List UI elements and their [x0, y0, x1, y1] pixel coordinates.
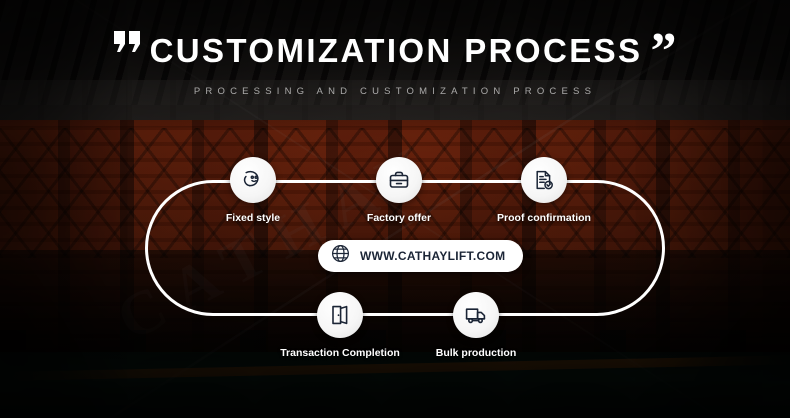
- truck-icon: [453, 292, 499, 338]
- phone-support-icon: [230, 157, 276, 203]
- door-icon: [317, 292, 363, 338]
- process-step-label: Factory offer: [366, 212, 432, 224]
- page-title: CUSTOMIZATION PROCESS: [149, 31, 643, 69]
- title-row: CUSTOMIZATION PROCESS ”: [0, 26, 790, 78]
- process-step-label: Fixed style: [225, 212, 281, 224]
- process-step-label: Proof confirmation: [497, 212, 591, 224]
- globe-icon: [330, 243, 351, 269]
- process-step-label: Transaction Completion: [280, 347, 400, 359]
- process-step-label: Bulk production: [435, 347, 517, 359]
- briefcase-icon: [376, 157, 422, 203]
- open-quote-icon: [113, 31, 142, 53]
- website-pill[interactable]: WWW.CATHAYLIFT.COM: [318, 240, 524, 272]
- page-subtitle: PROCESSING AND CUSTOMIZATION PROCESS: [193, 86, 597, 97]
- banner-header: CUSTOMIZATION PROCESS ” PROCESSING AND C…: [0, 26, 790, 97]
- document-check-icon: [521, 157, 567, 203]
- website-url: WWW.CATHAYLIFT.COM: [360, 249, 506, 263]
